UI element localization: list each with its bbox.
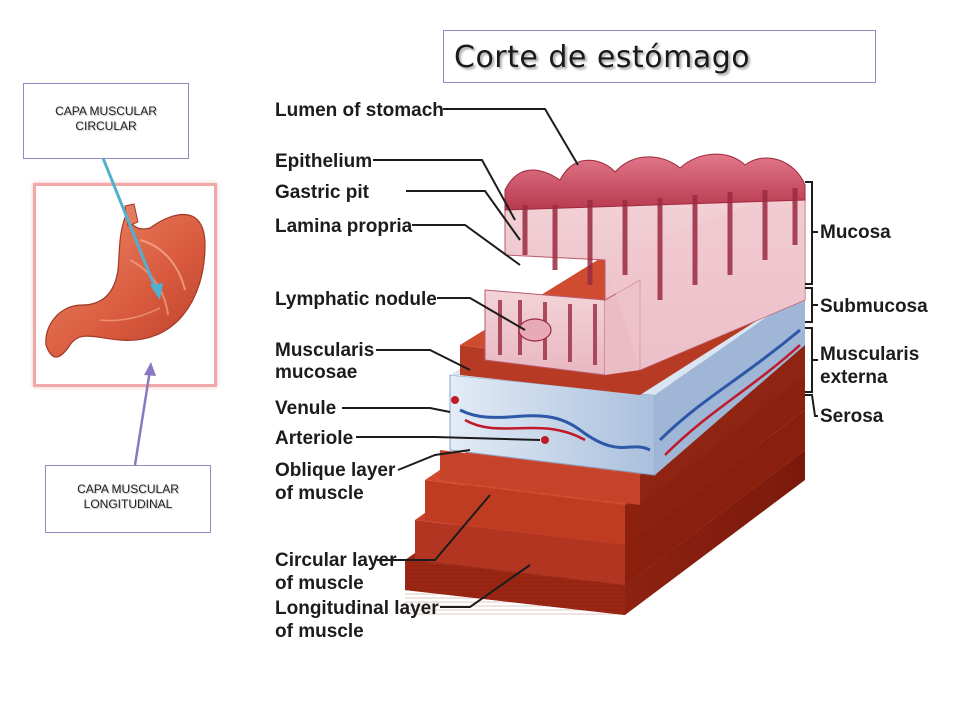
label-muscularis-mucosae-line-2: mucosae: [275, 362, 357, 383]
label-lamina-propria: Lamina propria: [275, 216, 413, 237]
callout-circular-muscle-layer: CAPA MUSCULAR CIRCULAR: [23, 83, 189, 159]
arrow-circular-head: [150, 283, 163, 300]
label-oblique-layer-line-2: of muscle: [275, 483, 364, 504]
label-serosa: Serosa: [820, 406, 884, 427]
stomach-wall-section: [405, 153, 806, 615]
leader-lines: [342, 108, 579, 608]
label-epithelium: Epithelium: [275, 151, 372, 172]
label-lumen-of-stomach: Lumen of stomach: [275, 100, 444, 121]
label-muscularis-externa-line-1: Muscularis: [820, 344, 919, 365]
arrow-longitudinal: [133, 369, 152, 466]
label-longitudinal-layer-line-1: Longitudinal layer: [275, 598, 439, 619]
slide-title: Corte de estómago: [443, 30, 876, 83]
label-longitudinal-layer-line-2: of muscle: [275, 621, 364, 642]
label-circular-layer-line-1: Circular layer: [275, 550, 397, 571]
right-brackets: [805, 181, 818, 417]
label-circular-layer-line-2: of muscle: [275, 573, 364, 594]
arrow-circular: [101, 157, 160, 296]
label-muscularis-mucosae-line-1: Muscularis: [275, 340, 374, 361]
label-arteriole: Arteriole: [275, 428, 353, 449]
arrow-longitudinal-head: [144, 362, 156, 376]
callout-longitudinal-muscle-layer: CAPA MUSCULAR LONGITUDINAL: [45, 465, 211, 533]
callout-circular-line-1: CAPA MUSCULAR: [55, 104, 157, 118]
callout-circular-line-2: CIRCULAR: [75, 119, 137, 133]
label-mucosa: Mucosa: [820, 222, 891, 243]
label-muscularis-externa-line-2: externa: [820, 367, 888, 388]
callout-longitudinal-line-1: CAPA MUSCULAR: [77, 482, 179, 496]
label-oblique-layer-line-1: Oblique layer: [275, 460, 396, 481]
label-venule: Venule: [275, 398, 336, 419]
label-submucosa: Submucosa: [820, 296, 928, 317]
label-lymphatic-nodule: Lymphatic nodule: [275, 289, 437, 310]
stomach-illustration: [45, 203, 206, 358]
callout-longitudinal-line-2: LONGITUDINAL: [83, 497, 173, 511]
label-gastric-pit: Gastric pit: [275, 182, 370, 203]
